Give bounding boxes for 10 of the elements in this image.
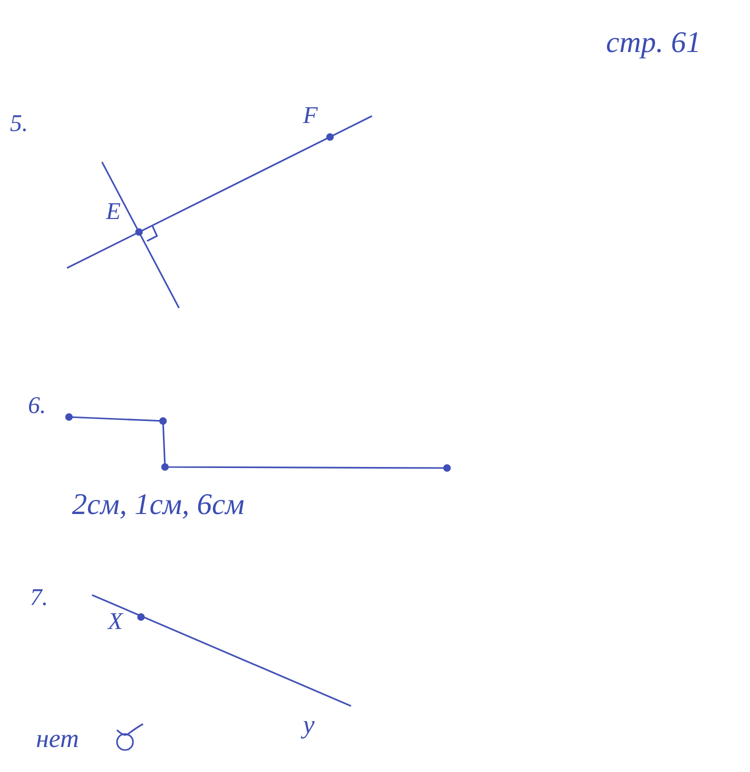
exercise-number: 5. (10, 112, 28, 136)
point-label: F (303, 104, 318, 128)
page-number: стр. 61 (606, 28, 701, 58)
answer-text: 2см, 1см, 6см (72, 490, 244, 520)
exercise-number: 6. (28, 394, 46, 418)
point-label: X (108, 610, 123, 634)
exercise-number: 7. (30, 586, 48, 610)
answer-text: нет (36, 726, 79, 752)
point-label: E (106, 200, 121, 224)
line-label: y (303, 712, 315, 738)
